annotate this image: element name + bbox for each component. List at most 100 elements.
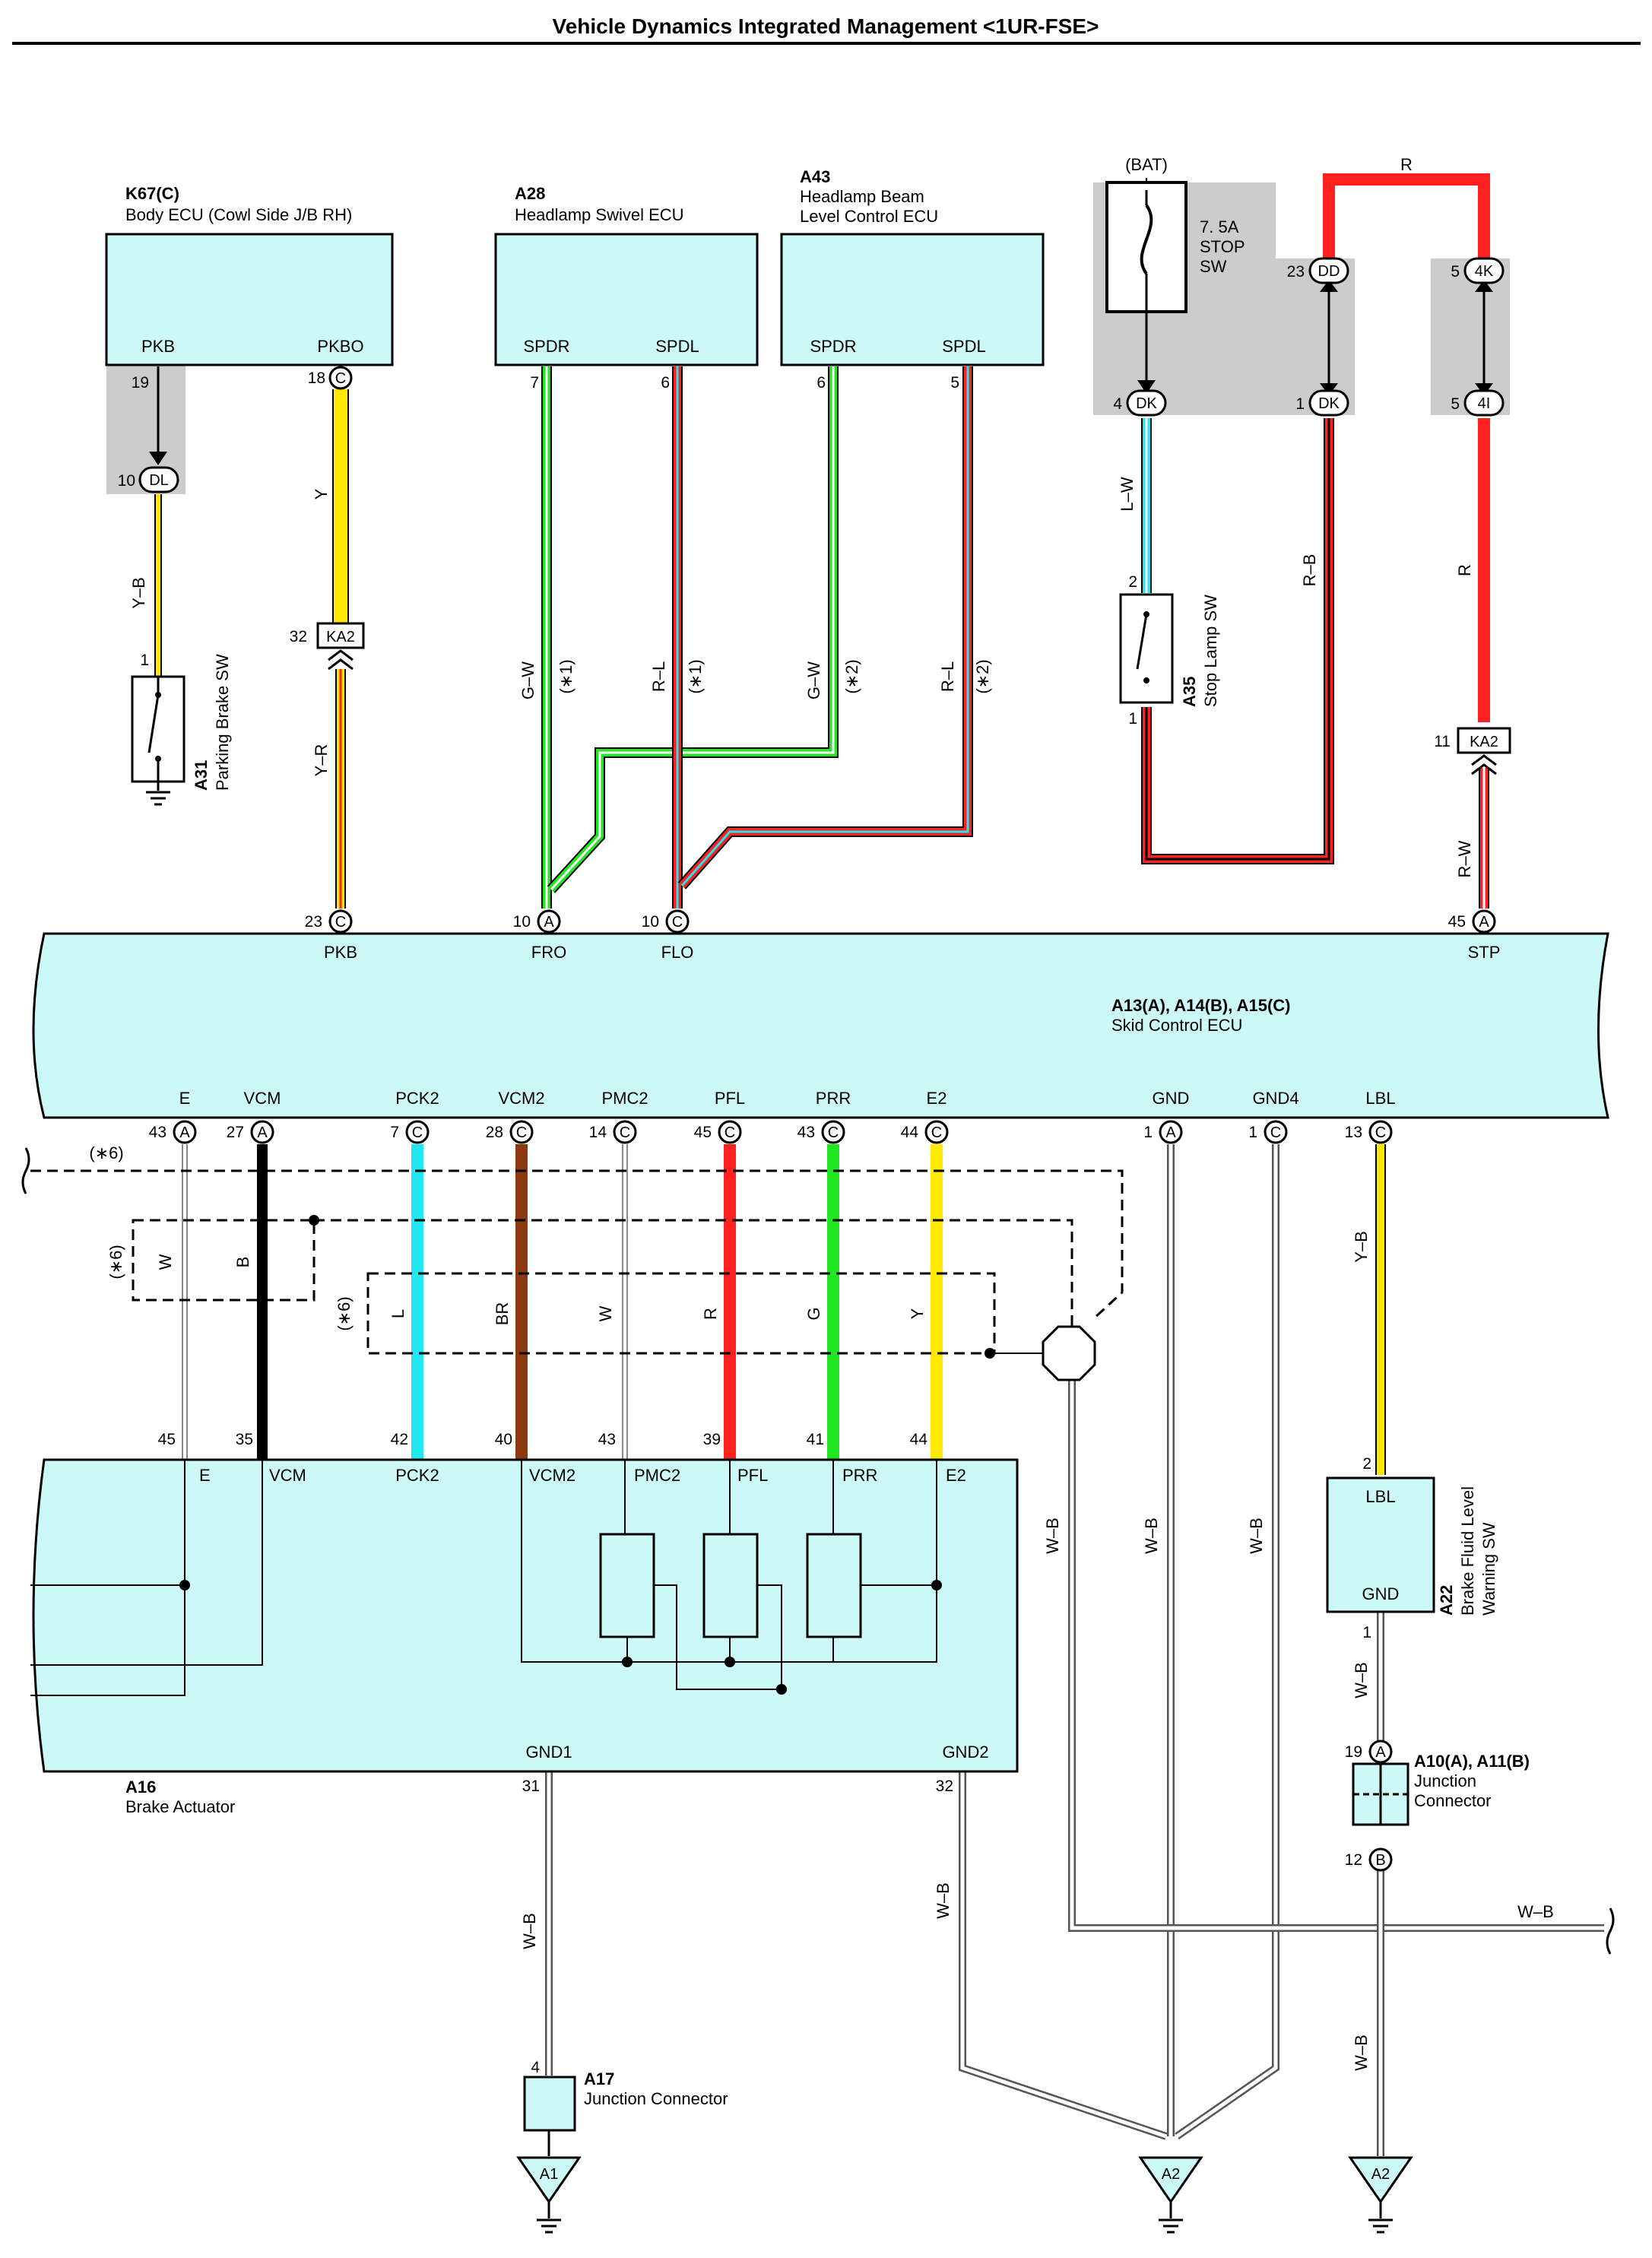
pin-41-act-prr: 41 <box>807 1431 824 1448</box>
junction-a17: A17 Junction Connector <box>523 2069 728 2156</box>
wc-rl-2: R–L <box>938 661 957 692</box>
wc-w-1: W <box>156 1254 175 1270</box>
cc-e-label: A <box>179 1124 190 1141</box>
pin-6-spdr2: 6 <box>816 374 826 392</box>
cc-stp: A <box>1472 909 1496 934</box>
note-2-b: (∗2) <box>973 659 992 693</box>
wire-wb-shield <box>1068 1380 1604 1932</box>
wc-lw: L–W <box>1118 477 1137 511</box>
pin-31-gnd1: 31 <box>522 1778 540 1795</box>
pin-6-spdl: 6 <box>661 374 670 392</box>
cc-fro-label: A <box>544 914 554 931</box>
act-pin-gnd1: GND1 <box>525 1743 572 1762</box>
pin-45-stp: 45 <box>1448 913 1466 931</box>
ground-a1-label: A1 <box>540 2166 558 2183</box>
swivel-ecu: A28 Headlamp Swivel ECU SPDR SPDL <box>494 184 759 366</box>
cc-gnd-label: A <box>1165 1124 1176 1141</box>
ecu-pin-prr: PRR <box>816 1089 851 1108</box>
break-mark-left <box>21 1147 30 1194</box>
wc-l: L <box>388 1309 407 1318</box>
wc-wb-2: W–B <box>1142 1517 1161 1554</box>
pin-10-fro: 10 <box>513 913 531 931</box>
pin-23-dd: 23 <box>1287 263 1305 281</box>
fuse-rating: 7. 5A <box>1200 217 1239 236</box>
body-ecu-code: K67(C) <box>125 184 179 203</box>
fluid-sw-name-2: Warning SW <box>1479 1522 1498 1616</box>
pin-label-pkb: PKB <box>141 337 175 356</box>
note-1-b: (∗1) <box>686 659 705 693</box>
cc-prr-label: C <box>828 1124 839 1141</box>
wire-wb-gnd2 <box>959 1771 1168 2140</box>
wc-wb-7: W–B <box>1517 1902 1554 1921</box>
body-ecu: K67(C) Body ECU (Cowl Side J/B RH) PKB P… <box>105 184 394 366</box>
ground-a2-middle: A2 <box>1138 2156 1203 2234</box>
swivel-ecu-code: A28 <box>515 184 545 203</box>
wire-wb-gnd4 <box>1175 1144 1279 2140</box>
fluid-sw-name-1: Brake Fluid Level <box>1458 1486 1477 1616</box>
parking-brake-code: A31 <box>192 760 211 791</box>
wc-wb-4: W–B <box>1352 1662 1371 1698</box>
note-2-a: (∗2) <box>842 659 861 693</box>
wc-gw-2: G–W <box>804 661 823 699</box>
cc-a10-a-label: A <box>1375 1744 1386 1761</box>
pin-10-flo: 10 <box>642 913 659 931</box>
brake-fluid-sw: LBL GND A22 Brake Fluid Level Warning SW <box>1326 1476 1498 1616</box>
pin-numbers: 19 10 1 18 23 7 6 6 5 10 10 4 1 23 5 5 2… <box>118 263 1466 2076</box>
wc-r-pfl: R <box>701 1308 720 1320</box>
stop-lamp-sw: A35 Stop Lamp SW <box>1119 593 1220 707</box>
stop-lamp-code: A35 <box>1180 677 1199 707</box>
wc-rb: R–B <box>1300 554 1319 587</box>
pin-40-act-vcm2: 40 <box>495 1431 512 1448</box>
conn-dk-1-label: DK <box>1136 395 1157 412</box>
act-pin-pck2: PCK2 <box>395 1466 439 1485</box>
cc-pmc2-label: C <box>620 1124 630 1141</box>
wc-wb-6: W–B <box>934 1882 953 1919</box>
break-mark-right <box>1606 1908 1615 1955</box>
act-pin-pfl: PFL <box>737 1466 768 1485</box>
wire-rb <box>1141 418 1334 864</box>
junction-a10: A10(A), A11(B) Junction Connector <box>1352 1752 1530 1826</box>
pkb-link <box>149 452 167 465</box>
ground-a2-right: A2 <box>1348 2156 1413 2234</box>
ecu-pin-pmc2: PMC2 <box>601 1089 648 1108</box>
beam-ecu-name-1: Headlamp Beam <box>800 187 924 206</box>
shade-dd <box>1276 258 1355 415</box>
wc-wb-1: W–B <box>1043 1517 1062 1554</box>
ecu-pin-fro: FRO <box>531 943 566 962</box>
junction-a17-code: A17 <box>584 2069 614 2088</box>
junction-a10-code: A10(A), A11(B) <box>1414 1752 1530 1771</box>
fuse-name-1: STOP <box>1200 237 1245 256</box>
conn-4k: 4K <box>1463 257 1505 284</box>
pin-19-pkb: 19 <box>132 374 149 392</box>
pin-14-pmc2: 14 <box>589 1124 607 1141</box>
ecu-pin-e2: E2 <box>927 1089 947 1108</box>
cc-gnd: A <box>1159 1120 1183 1144</box>
pin-32: 32 <box>290 628 307 645</box>
act-pin-pmc2: PMC2 <box>634 1466 680 1485</box>
cc-vcm-label: A <box>257 1124 268 1141</box>
actuator-code: A16 <box>125 1778 156 1797</box>
cc-pkbo: C <box>328 366 353 390</box>
wire-rl <box>672 366 973 909</box>
cc-pfl-label: C <box>725 1124 735 1141</box>
cc-pkbo-label: C <box>335 370 346 387</box>
conn-dk-1: DK <box>1126 389 1167 417</box>
wc-b: B <box>233 1257 252 1268</box>
beam-ecu-name-2: Level Control ECU <box>800 207 938 226</box>
ka2-left-label: KA2 <box>326 629 355 645</box>
act-pin-e: E <box>199 1466 211 1485</box>
cc-a10-b-label: B <box>1375 1852 1385 1869</box>
pin-1-gnd4: 1 <box>1248 1124 1257 1141</box>
pin-32-gnd2: 32 <box>936 1778 953 1795</box>
pin-5-spdl2: 5 <box>950 374 959 392</box>
cc-e: A <box>173 1120 197 1144</box>
conn-dl-label: DL <box>149 472 169 489</box>
wc-gw-1: G–W <box>518 661 537 699</box>
fluid-sw-code: A22 <box>1437 1585 1456 1616</box>
actuator-name: Brake Actuator <box>125 1797 235 1816</box>
shade-4k <box>1431 258 1510 415</box>
cc-a10-b: B <box>1368 1847 1393 1872</box>
wc-yb-1: Y–B <box>129 577 148 609</box>
ground-a2-label-1: A2 <box>1162 2166 1180 2183</box>
